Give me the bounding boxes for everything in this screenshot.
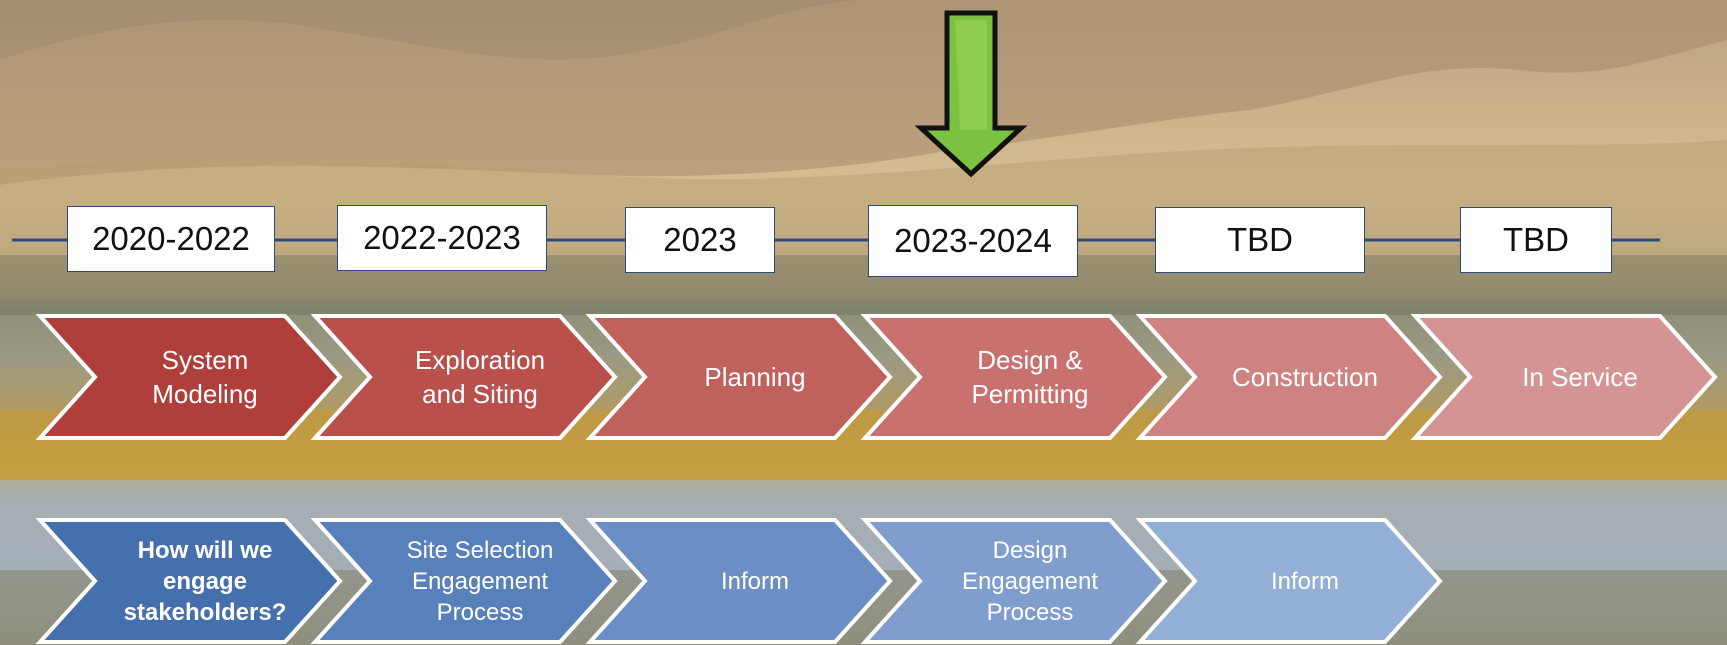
date-label: 2023 <box>663 221 737 258</box>
chevron-shape <box>860 518 1168 644</box>
chevron-shape <box>35 518 343 644</box>
phase-chevron-5: Construction <box>1135 314 1443 440</box>
phase-chevron-3: Planning <box>585 314 893 440</box>
engagement-chevron-3: Inform <box>585 518 893 644</box>
engagement-chevron-2: Site Selection Engagement Process <box>310 518 618 644</box>
chevron-shape <box>585 314 893 440</box>
date-box-5: TBD <box>1155 207 1365 273</box>
phase-chevron-2: Exploration and Siting <box>310 314 618 440</box>
date-label: TBD <box>1503 221 1569 258</box>
chevron-label: Exploration and Siting <box>414 345 546 409</box>
date-label: 2022-2023 <box>363 219 521 256</box>
phase-chevron-4: Design & Permitting <box>860 314 1168 440</box>
date-box-2: 2022-2023 <box>337 205 547 271</box>
date-box-6: TBD <box>1460 207 1612 273</box>
chevron-shape <box>1410 314 1718 440</box>
date-label: TBD <box>1227 221 1293 258</box>
chevron-shape <box>310 314 618 440</box>
date-label: 2020-2022 <box>92 220 250 257</box>
chevron-label: Design & Permitting <box>971 345 1089 409</box>
date-box-3: 2023 <box>625 207 775 273</box>
chevron-label: Design Engagement Process <box>961 536 1099 626</box>
engagement-chevron-4: Design Engagement Process <box>860 518 1168 644</box>
chevron-shape <box>35 314 343 440</box>
phase-chevron-1: System Modeling <box>35 314 343 440</box>
chevron-shape <box>310 518 618 644</box>
date-box-1: 2020-2022 <box>67 206 275 272</box>
chevron-label: Inform <box>1270 567 1339 595</box>
chevron-shape <box>1135 314 1443 440</box>
chevron-shape <box>585 518 893 644</box>
chevron-label: Site Selection Engagement Process <box>406 536 554 626</box>
chevron-shape <box>860 314 1168 440</box>
chevron-shape <box>1135 518 1443 644</box>
phase-chevron-6: In Service <box>1410 314 1718 440</box>
date-box-4: 2023-2024 <box>868 205 1078 277</box>
chevron-label: Construction <box>1232 362 1378 392</box>
chevron-label: In Service <box>1522 362 1638 392</box>
chevron-label: System Modeling <box>152 345 258 409</box>
engagement-chevron-1: How will we engage stakeholders? <box>35 518 343 644</box>
chevron-label: How will we engage stakeholders? <box>123 536 287 626</box>
date-label: 2023-2024 <box>894 222 1052 259</box>
engagement-chevron-5: Inform <box>1135 518 1443 644</box>
chevron-label: Inform <box>720 567 789 595</box>
chevron-label: Planning <box>704 362 806 392</box>
